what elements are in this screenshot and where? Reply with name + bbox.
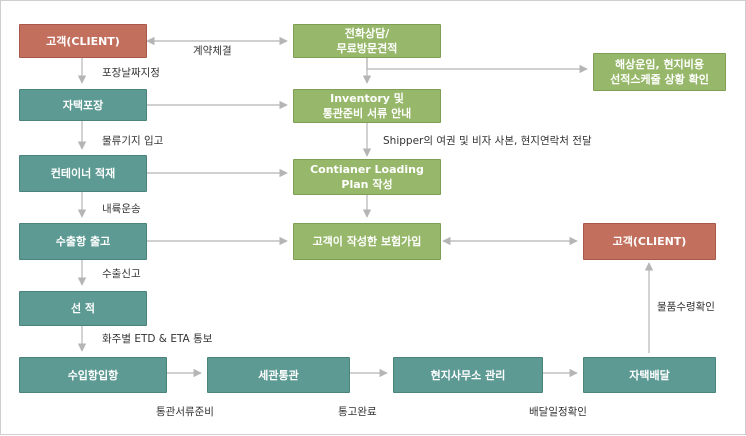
label-eta-notice: 화주별 ETD & ETA 통보 xyxy=(102,333,213,345)
node-client-top: 고객(CLIENT) xyxy=(19,24,147,58)
label-logistics-in: 물류기지 입고 xyxy=(102,135,164,147)
node-client-right: 고객(CLIENT) xyxy=(583,223,716,260)
node-local-office: 현지사무소 관리 xyxy=(393,357,543,393)
node-home-delivery: 자택배달 xyxy=(583,357,716,393)
label-receipt-confirm: 물품수령확인 xyxy=(657,301,715,313)
node-phone-consult: 전화상담/ 무료방문견적 xyxy=(293,24,441,58)
node-shipping-cost: 해상운임, 현지비용 선적스케줄 상황 확인 xyxy=(593,53,726,91)
node-customs: 세관통관 xyxy=(207,357,350,393)
label-packing-date: 포장날짜지정 xyxy=(102,67,160,79)
label-delivery-schedule: 배달일정확인 xyxy=(529,406,587,418)
label-shipper-docs: Shipper의 여권 및 비자 사본, 현지연락처 전달 xyxy=(383,135,592,147)
label-export-declare: 수출신고 xyxy=(102,268,141,280)
node-container-loading: 컨테이너 적재 xyxy=(19,155,147,192)
arrow-phone-to-shipping xyxy=(366,58,588,74)
label-inland: 내륙운송 xyxy=(102,203,141,215)
node-home-packing: 자택포장 xyxy=(19,89,147,121)
label-contract: 계약체결 xyxy=(193,45,232,57)
label-customs-done: 통고완료 xyxy=(338,406,377,418)
node-shipment: 선 적 xyxy=(19,291,147,326)
node-insurance: 고객이 작성한 보험가입 xyxy=(293,223,441,260)
node-import-port: 수입항입항 xyxy=(19,357,167,393)
label-customs-docs: 통관서류준비 xyxy=(156,406,214,418)
node-loading-plan: Contianer Loading Plan 작성 xyxy=(293,159,441,195)
node-inventory: Inventory 및 통관준비 서류 안내 xyxy=(293,89,441,123)
node-export-port: 수출항 출고 xyxy=(19,223,147,260)
